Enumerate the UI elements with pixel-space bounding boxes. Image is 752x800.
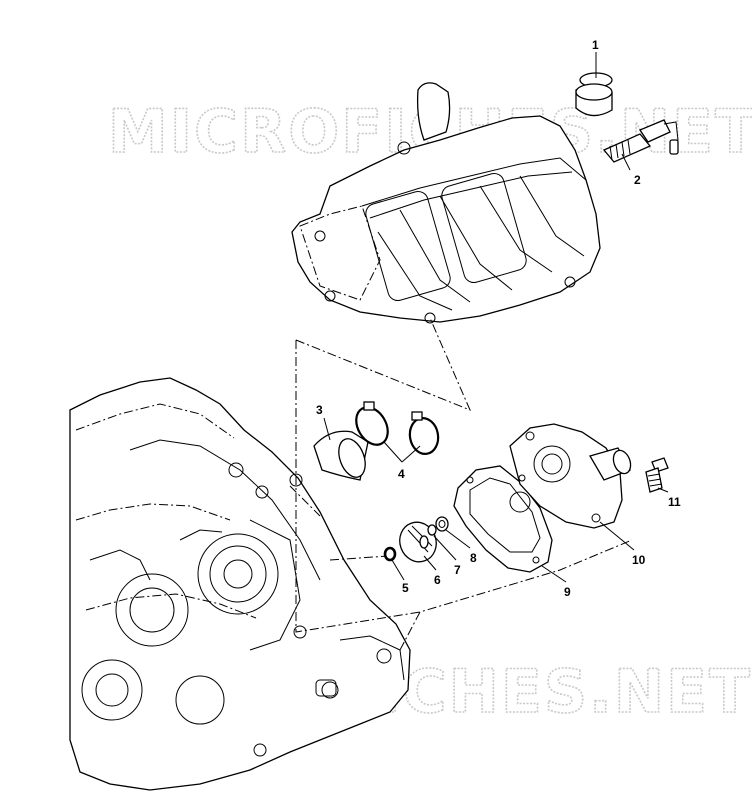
assembly-guide-lines <box>289 317 633 651</box>
part-4-clamps <box>355 401 440 455</box>
water-pump-cover-icon <box>509 423 632 529</box>
callout-7: 7 <box>454 563 461 577</box>
callout-11: 11 <box>668 495 681 509</box>
callout-labels: 1 2 3 4 5 6 7 8 9 10 11 <box>316 38 681 599</box>
callout-8: 8 <box>470 551 477 565</box>
callout-9: 9 <box>564 585 571 599</box>
part-1-cap <box>575 72 613 117</box>
leader-lines <box>323 52 669 583</box>
part-7-washer <box>427 524 437 536</box>
cylinder-head-icon <box>291 82 601 324</box>
callout-4: 4 <box>398 467 405 481</box>
part-2-sensor <box>602 119 679 163</box>
callout-5: 5 <box>402 581 409 595</box>
callout-10: 10 <box>632 553 646 567</box>
part-3-hose <box>313 430 369 481</box>
part-8-seal <box>435 516 449 532</box>
callout-3: 3 <box>316 403 323 417</box>
crankcase-icon <box>69 377 411 791</box>
callout-6: 6 <box>434 573 441 587</box>
part-6-impeller <box>399 521 437 563</box>
part-5-oring <box>383 546 397 562</box>
callout-1: 1 <box>592 38 599 52</box>
callout-2: 2 <box>634 173 641 187</box>
part-11-bolt <box>645 457 669 493</box>
